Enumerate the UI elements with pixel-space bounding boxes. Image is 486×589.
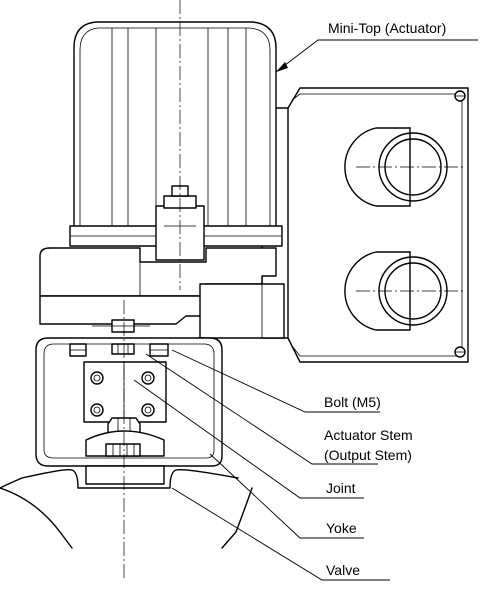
yoke	[35, 337, 223, 467]
terminal-box-screws	[454, 90, 466, 358]
label-valve: Valve	[326, 562, 360, 578]
conduit-port-lower	[344, 251, 466, 331]
conduit-port-upper	[344, 127, 466, 207]
bolt-m5	[69, 343, 169, 357]
label-joint: Joint	[326, 480, 356, 496]
valve	[0, 465, 253, 549]
terminal-box	[261, 87, 469, 363]
leader-lines	[133, 39, 478, 581]
label-bolt: Bolt (M5)	[324, 394, 381, 410]
actuator-stem	[111, 343, 135, 355]
label-output-stem: (Output Stem)	[324, 447, 412, 463]
actuator-cover	[69, 21, 283, 261]
label-mini-top: Mini-Top (Actuator)	[328, 20, 446, 36]
label-yoke: Yoke	[326, 520, 357, 536]
label-actuator-stem: Actuator Stem	[324, 427, 413, 443]
joint	[83, 361, 167, 423]
actuator-body	[39, 247, 285, 339]
